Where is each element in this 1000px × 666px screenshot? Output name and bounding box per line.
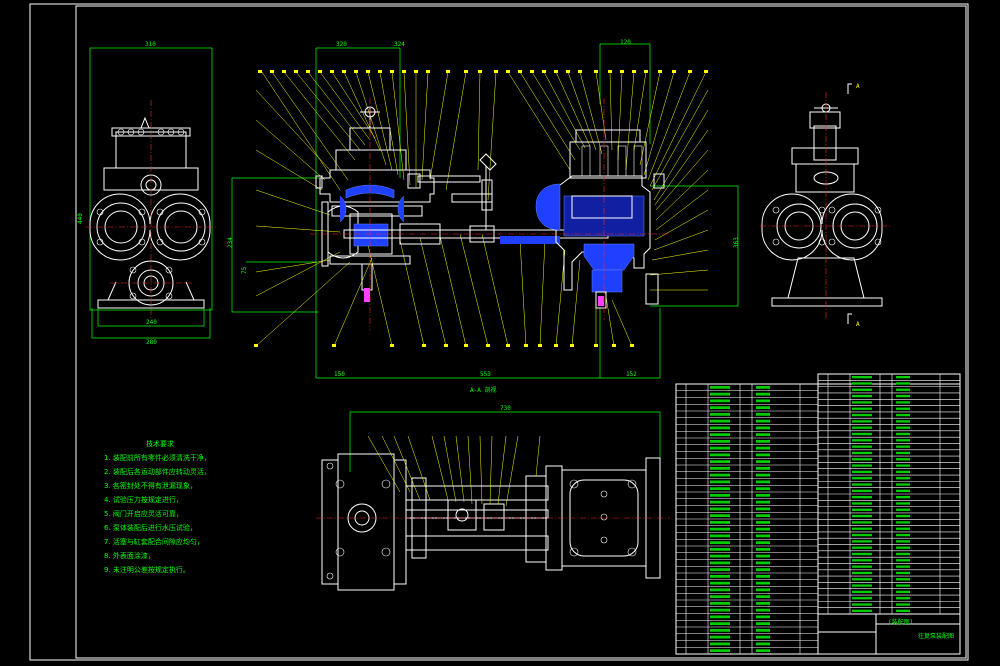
section-title: A-A 剖视 [470, 386, 496, 394]
title-block: (装配图) 往复泵装配图 [817, 613, 961, 655]
outer-border [29, 3, 969, 661]
note-line-4: 4. 试验压力按规定进行， [104, 495, 183, 504]
note-line-5: 5. 阀门开启应灵活可靠， [104, 509, 183, 518]
title-product-name: 往复泵装配图 [918, 632, 954, 640]
note-line-2: 2. 装配后各运动部件应转动灵活， [104, 467, 211, 476]
leader-lines [255, 71, 709, 347]
note-line-9: 9. 未注明公差按规定执行。 [104, 565, 190, 574]
dim-left-h1: 234 [227, 237, 234, 248]
note-line-7: 7. 活塞与缸套配合间隙应均匀， [104, 537, 204, 546]
dim-end-width: 310 [145, 41, 156, 48]
main-section-view: 320 324 120 234 75 150 553 152 363 [227, 39, 740, 394]
dim-plan-width: 730 [500, 405, 511, 412]
section-mark-top: A [856, 83, 860, 90]
dim-end-height: 440 [77, 213, 84, 224]
dim-bottom-3: 152 [626, 371, 637, 378]
dim-bottom-2: 553 [480, 371, 491, 378]
section-mark-bottom: A [856, 321, 860, 328]
note-line-8: 8. 外表面涂漆， [104, 551, 155, 560]
technical-notes: 技术要求 1. 装配前所有零件必须清洗干净， 2. 装配后各运动部件应转动灵活，… [104, 439, 211, 574]
left-end-view: 310 440 240 280 [77, 41, 216, 346]
dim-top-right: 120 [620, 39, 631, 46]
dim-left-h2: 75 [241, 266, 248, 274]
dim-base-width-2: 280 [146, 339, 157, 346]
dim-top-left: 320 [336, 41, 347, 48]
dim-right-h: 363 [733, 237, 740, 248]
note-line-6: 6. 泵体装配后进行水压试验， [104, 523, 197, 532]
plan-view: 730 [316, 405, 670, 591]
dim-base-width-1: 240 [146, 319, 157, 326]
inner-border [75, 5, 967, 659]
note-line-1: 1. 装配前所有零件必须清洗干净， [104, 453, 211, 462]
notes-heading: 技术要求 [146, 439, 174, 448]
dim-bottom-1: 150 [334, 371, 345, 378]
right-end-view: A A [760, 83, 892, 328]
dim-top-mid: 324 [394, 41, 405, 48]
title-drawing-name: (装配图) [888, 618, 913, 626]
balloon-row-top [254, 70, 708, 347]
note-line-3: 3. 各密封处不得有泄漏现象， [104, 481, 197, 490]
parts-list [675, 373, 961, 655]
